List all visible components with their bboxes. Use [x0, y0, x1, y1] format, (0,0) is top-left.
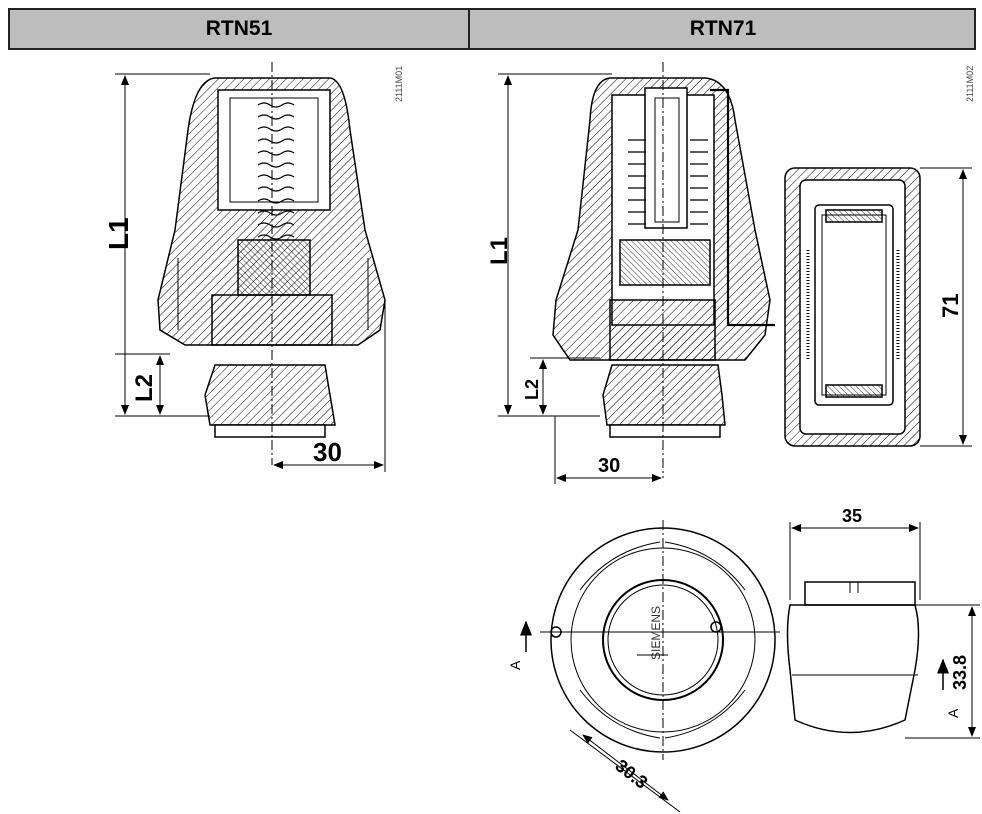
rtn71-front-view — [784, 167, 921, 447]
rtn71-dim-l1: L1 — [486, 237, 513, 265]
section-marker-right: A — [945, 708, 961, 718]
rtn71-dimensions — [498, 73, 662, 484]
rtn71-dim-top-height: 33.8 — [950, 655, 970, 690]
rtn51-dimensions — [115, 73, 386, 472]
rtn71-dim-top-width: 35 — [842, 506, 862, 526]
rtn71-section-view — [552, 62, 775, 478]
model-header: RTN51 RTN71 — [8, 8, 976, 50]
rtn71-drawing-code: 2111M02 — [965, 66, 975, 102]
rtn71-dim-side-height: 71 — [938, 294, 963, 318]
rtn71-dim-l2: L2 — [522, 379, 542, 400]
rtn71-height-dimension — [920, 167, 972, 447]
rtn51-dim-l1: L1 — [103, 217, 134, 250]
header-model-rtn51: RTN51 — [10, 10, 470, 48]
brand-logo: SIEMENS — [649, 606, 663, 660]
rtn51-drawing-code: 2111M01 — [394, 66, 404, 102]
rtn71-top-dimensions — [520, 522, 980, 813]
rtn51-dim-width: 30 — [313, 437, 342, 467]
rtn71-dim-width: 30 — [598, 455, 620, 477]
header-model-rtn71: RTN71 — [689, 17, 757, 40]
rtn71-side-profile — [786, 581, 920, 734]
rtn51-dim-l2: L2 — [131, 374, 158, 402]
section-marker-left: A — [507, 660, 523, 670]
rtn51-section-view — [157, 62, 386, 465]
